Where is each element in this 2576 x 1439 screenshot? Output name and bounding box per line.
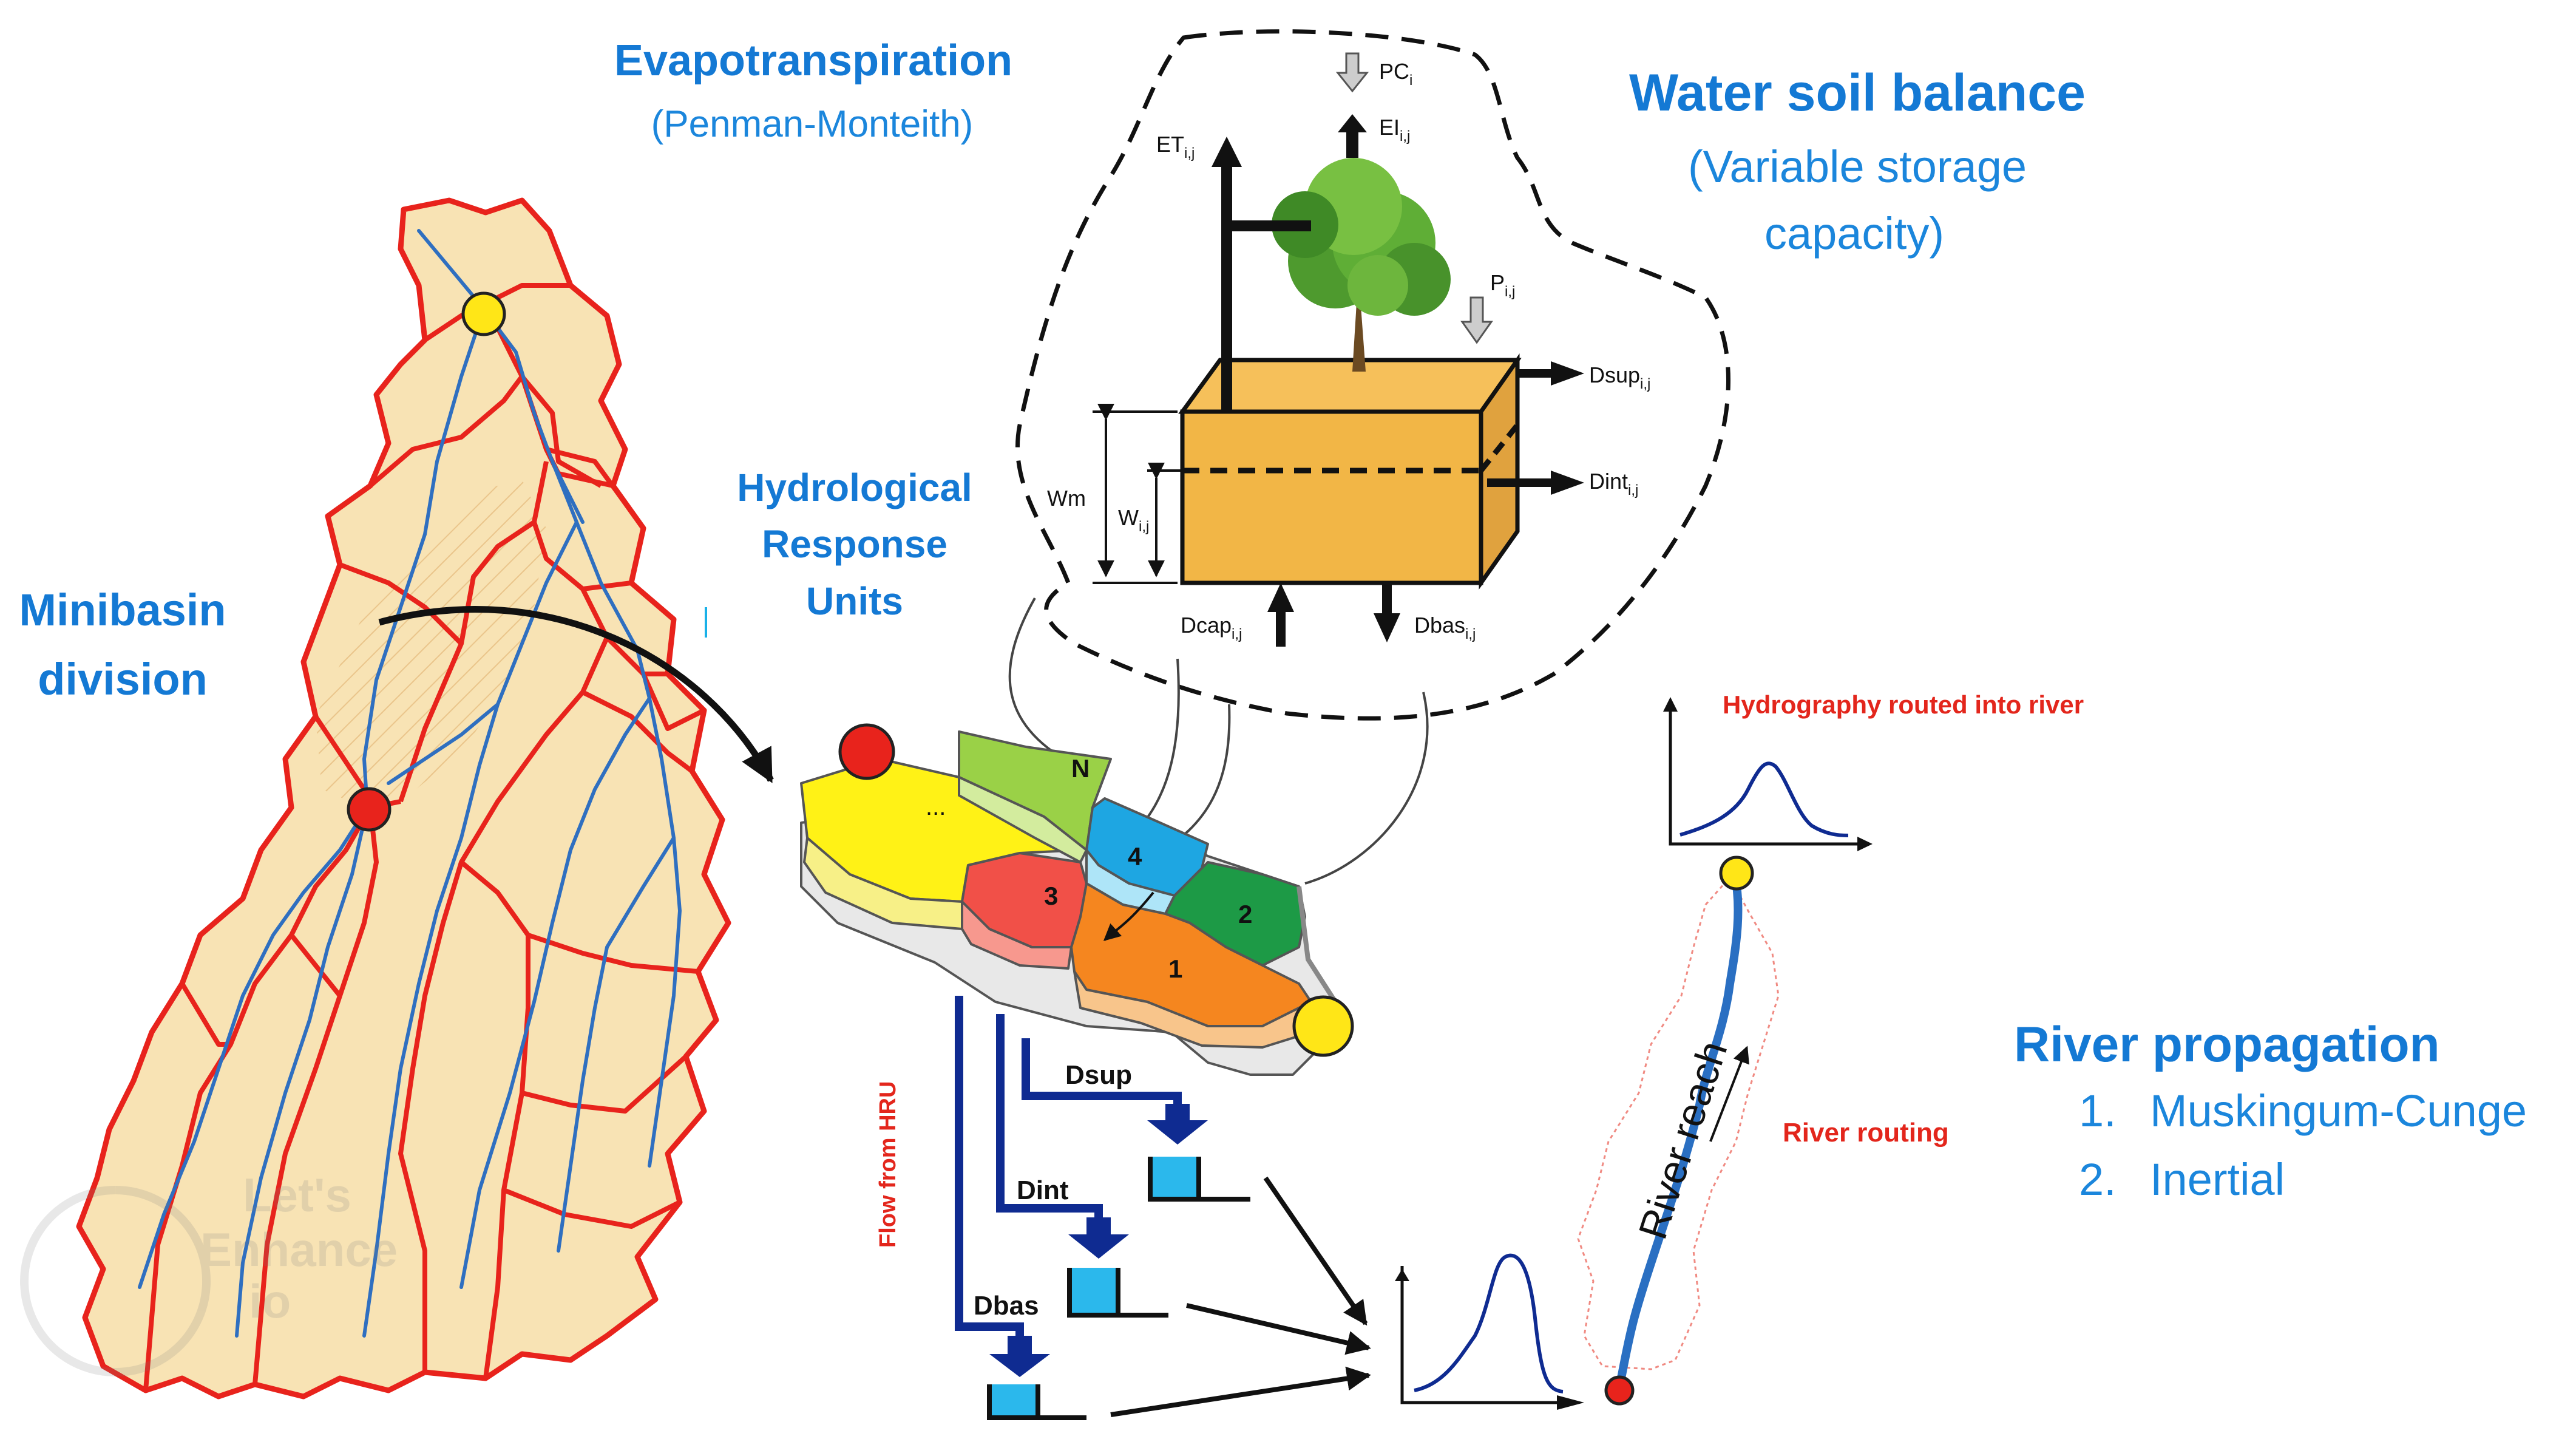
minibasin-label-line1: Minibasin bbox=[19, 585, 226, 635]
soil-balance-schematic: PCi EIi,j ETi,j Pi,j Dsupi,j Dinti,j Wm … bbox=[1015, 29, 1730, 721]
water-soil-balance-title: Water soil balance bbox=[1629, 64, 2086, 122]
flow-dint-label: Dint bbox=[1017, 1175, 1069, 1205]
hru-divider bbox=[1296, 886, 1338, 1004]
hru-label-line2: Response bbox=[762, 522, 947, 566]
pc-label: PCi bbox=[1379, 59, 1412, 89]
w-label: Wi,j bbox=[1118, 505, 1149, 535]
upstream-outlet-yellow bbox=[461, 291, 506, 336]
river-propagation-item-2: Inertial bbox=[2150, 1154, 2285, 1205]
tree-icon bbox=[1272, 158, 1451, 372]
outlet-hydrograph-curve bbox=[1414, 1253, 1564, 1393]
hru-label-2: 2 bbox=[1238, 900, 1252, 928]
evapotranspiration-title: Evapotranspiration bbox=[614, 36, 1012, 85]
water-soil-balance-sub1: (Variable storage bbox=[1688, 141, 2027, 192]
dint-pipe-head-icon bbox=[1068, 1217, 1129, 1259]
hru-label-3: 3 bbox=[1044, 882, 1058, 910]
flow-dbas-label: Dbas bbox=[974, 1291, 1039, 1321]
hru-label-line1: Hydrological bbox=[737, 466, 972, 509]
dcap-label: Dcapi,j bbox=[1181, 613, 1242, 642]
reservoir-dint bbox=[1067, 1268, 1168, 1318]
soil-dashed-level-side bbox=[1479, 423, 1520, 472]
watermark-logo-icon bbox=[20, 1186, 211, 1376]
flow-dsup-label: Dsup bbox=[1065, 1060, 1132, 1090]
wm-dimension bbox=[1093, 403, 1181, 584]
minibasin-borders bbox=[143, 283, 705, 1391]
reservoir-to-hydrograph-arrows bbox=[1110, 1176, 1371, 1417]
dsup-label: Dsupi,j bbox=[1589, 362, 1650, 392]
hru-label-4: 4 bbox=[1128, 842, 1142, 871]
wm-label: Wm bbox=[1047, 486, 1086, 511]
river-propagation-number-1: 1. bbox=[2079, 1086, 2117, 1136]
river-propagation-number-2: 2. bbox=[2079, 1154, 2117, 1205]
dbas-label: Dbasi,j bbox=[1414, 613, 1476, 642]
river-outlet-red bbox=[1604, 1375, 1635, 1406]
river-upstream-yellow bbox=[1719, 856, 1754, 891]
watermark-line2: Enhance bbox=[200, 1223, 398, 1276]
watermark-line1: Let's bbox=[243, 1168, 351, 1222]
et-label: ETi,j bbox=[1156, 132, 1195, 162]
river-routing-label: River routing bbox=[1783, 1118, 1949, 1148]
soil-box-front-face bbox=[1180, 409, 1483, 585]
outlet-hydrograph bbox=[1395, 1253, 1584, 1410]
hru-label-line3: Units bbox=[806, 579, 903, 623]
hru-outlet-yellow bbox=[1292, 995, 1354, 1057]
hru-flow-arrow bbox=[1103, 891, 1154, 941]
water-soil-balance-sub2: capacity) bbox=[1764, 208, 1944, 259]
map-to-hru-arrow bbox=[378, 606, 774, 783]
river-propagation-item-1: Muskingum-Cunge bbox=[2150, 1086, 2527, 1136]
hru-label-ellipsis: ... bbox=[926, 794, 946, 820]
reservoir-dbas bbox=[987, 1384, 1086, 1420]
river-propagation-title: River propagation bbox=[2014, 1017, 2440, 1072]
p-label: Pi,j bbox=[1490, 270, 1515, 300]
evapotranspiration-subtitle: (Penman-Monteith) bbox=[651, 103, 974, 145]
flow-pipes bbox=[955, 996, 1182, 1336]
hru-label-n: N bbox=[1071, 754, 1090, 783]
hru-outlet-red bbox=[838, 723, 895, 780]
pc-arrow-icon bbox=[1335, 52, 1369, 93]
hydrography-title: Hydrography routed into river bbox=[1723, 690, 2084, 719]
dint-label: Dinti,j bbox=[1589, 469, 1638, 498]
river-reach-line bbox=[1615, 870, 1743, 1392]
basin-map bbox=[76, 197, 731, 1400]
soil-box-top-face bbox=[1178, 358, 1522, 414]
hru-map bbox=[800, 730, 1349, 1076]
dbas-pipe-head-icon bbox=[989, 1336, 1050, 1377]
upstream-hydrograph bbox=[1663, 697, 1873, 851]
dashed-boundary bbox=[1015, 29, 1730, 721]
dsup-pipe-head-icon bbox=[1147, 1104, 1208, 1145]
p-arrow-icon bbox=[1460, 296, 1493, 344]
ei-label: EIi,j bbox=[1379, 115, 1410, 145]
river-flow-arrow bbox=[1709, 1046, 1749, 1142]
minibasin-label-line2: division bbox=[38, 654, 208, 704]
minibasin-outlet-red bbox=[347, 787, 391, 832]
watermark-line3: io bbox=[249, 1274, 291, 1328]
hru-label-1: 1 bbox=[1168, 954, 1182, 983]
upstream-hydrograph-curve bbox=[1679, 761, 1849, 837]
hru-red-3-front bbox=[961, 900, 1073, 970]
reservoir-dsup bbox=[1148, 1157, 1250, 1202]
flow-from-hru-label: Flow from HRU bbox=[875, 1081, 901, 1248]
watermark: Let's Enhance io bbox=[20, 1168, 398, 1376]
ei-arrow-icon bbox=[1338, 114, 1367, 158]
